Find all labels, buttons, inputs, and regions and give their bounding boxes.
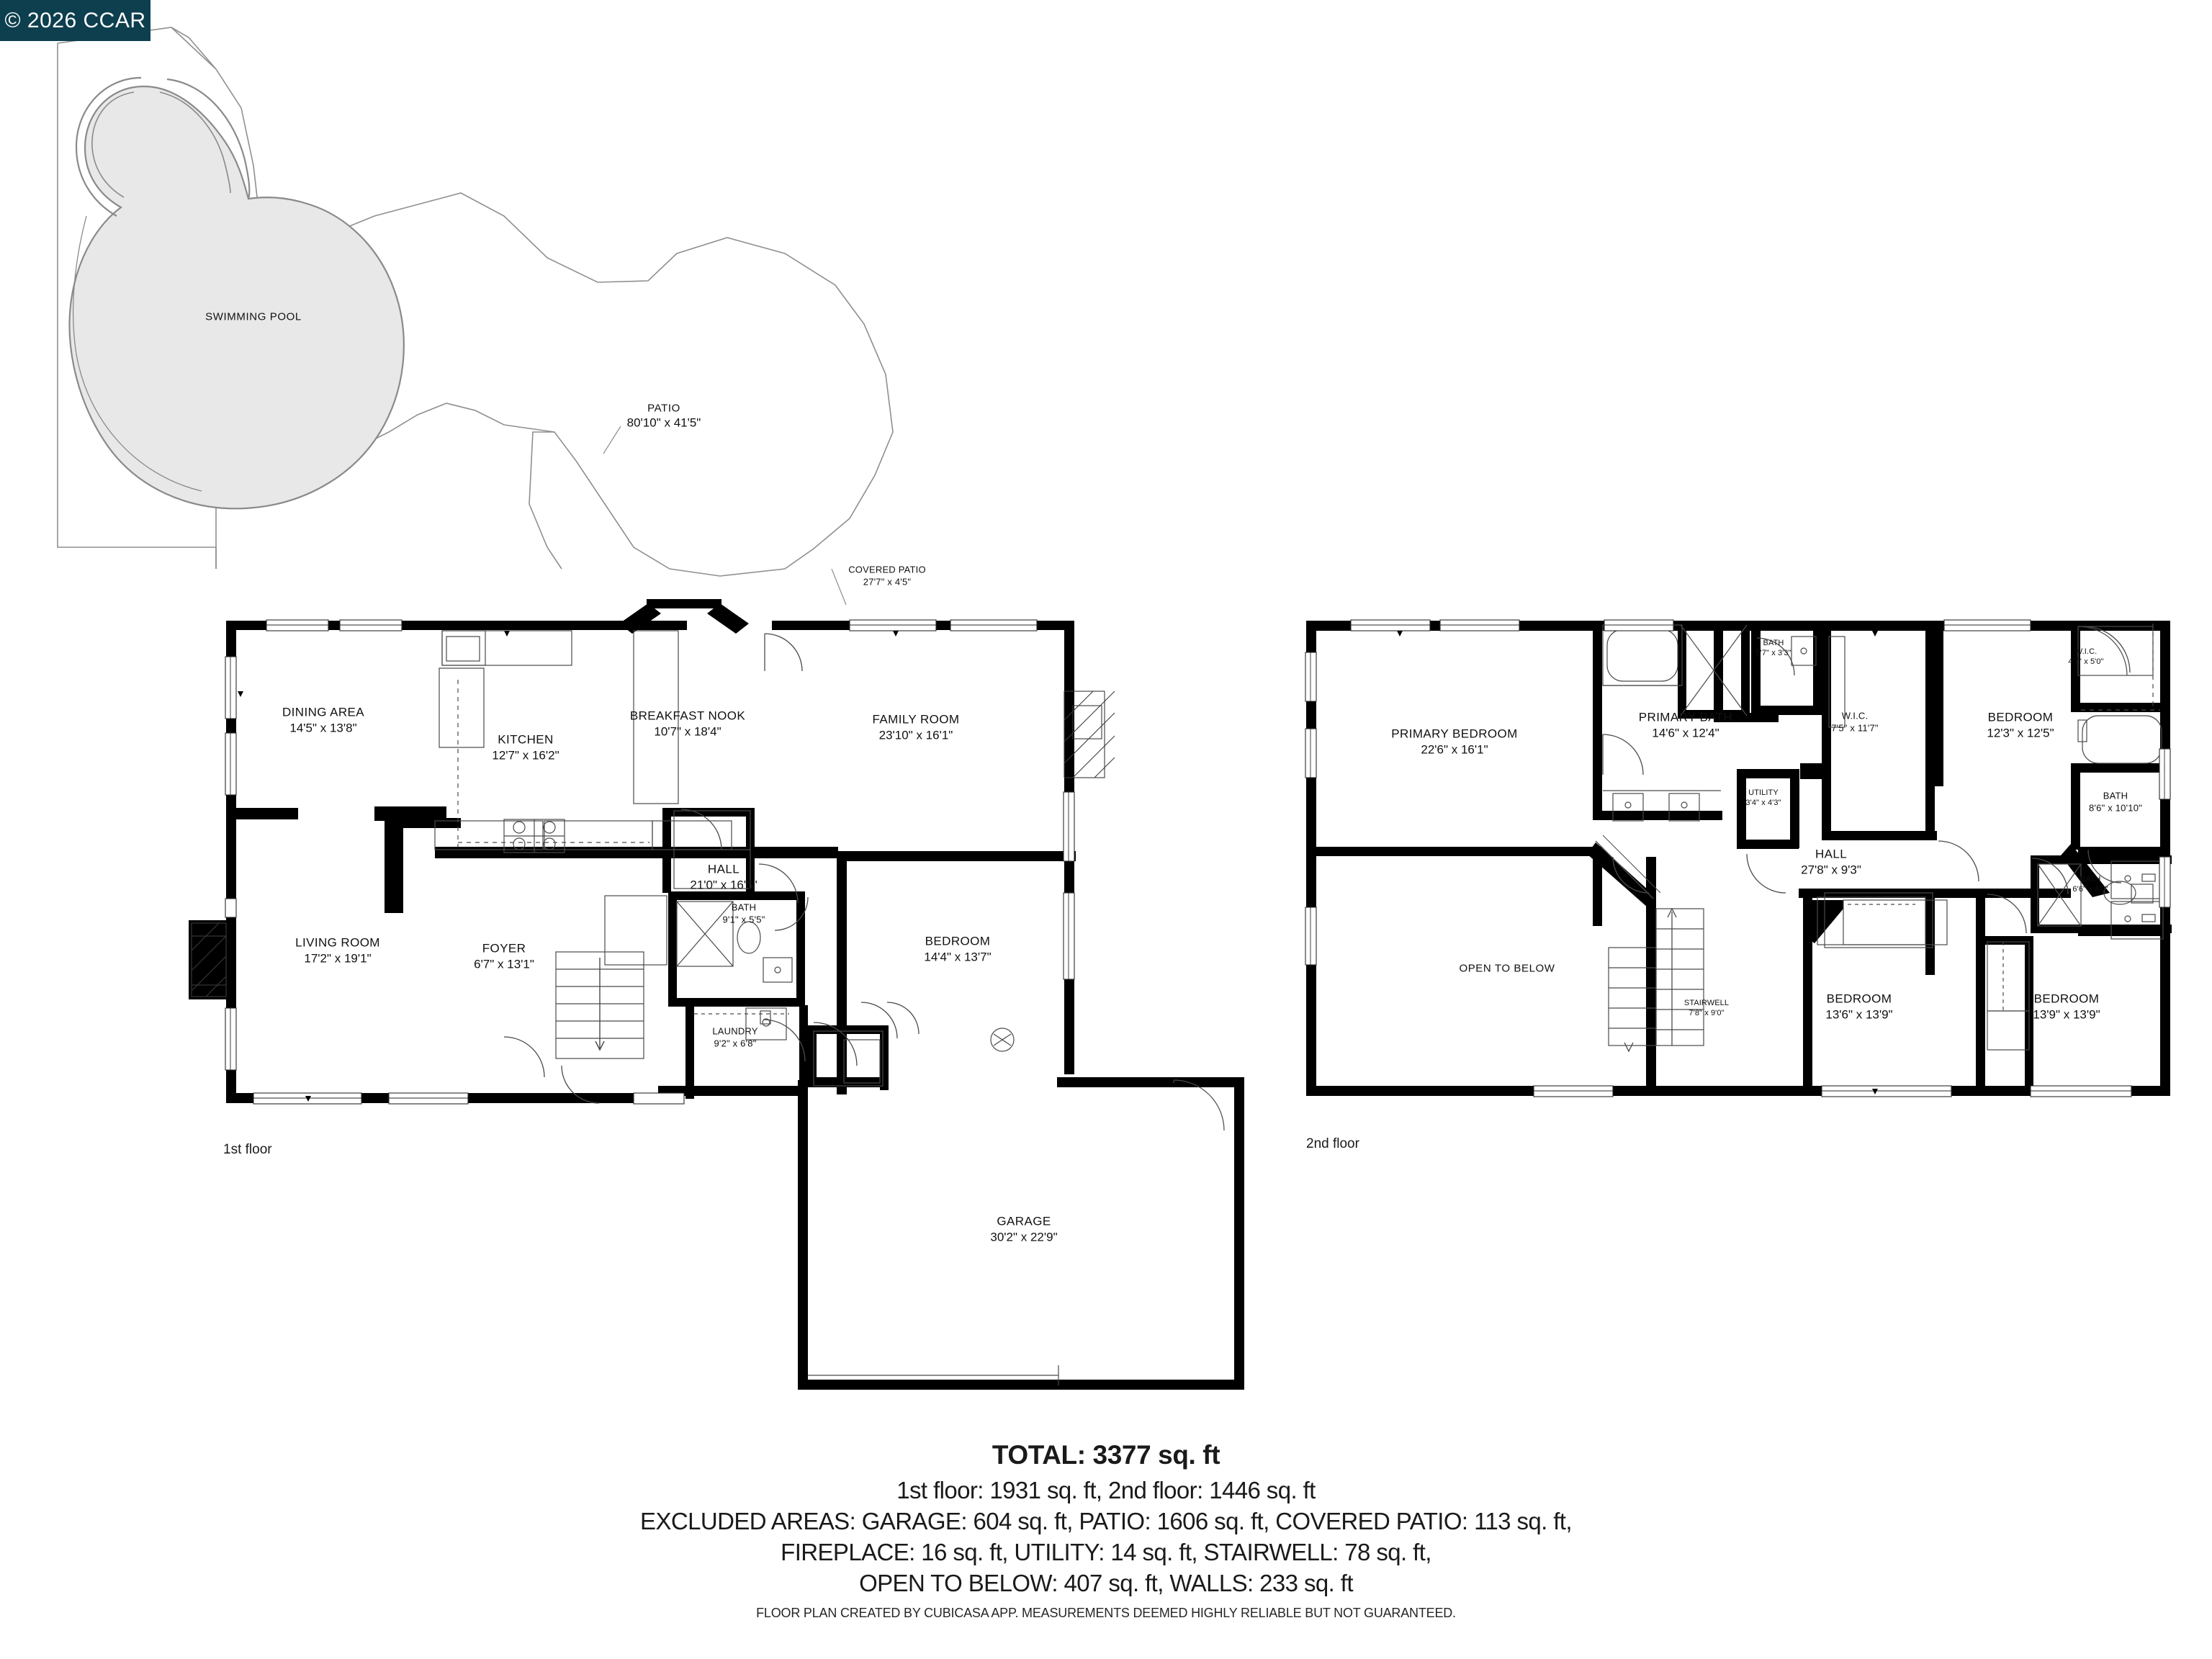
copyright-text: © 2026 CCAR	[4, 8, 146, 32]
copyright-badge: © 2026 CCAR	[0, 0, 150, 41]
second-floor-plan	[1305, 619, 2172, 1097]
swimming-pool-shape	[68, 76, 405, 510]
first-floor-caption: 1st floor	[223, 1142, 272, 1157]
excluded-areas-line-1: EXCLUDED AREAS: GARAGE: 604 sq. ft, PATI…	[640, 1507, 1573, 1534]
first-floor-plan	[189, 599, 1244, 1390]
excluded-areas-line-3: OPEN TO BELOW: 407 sq. ft, WALLS: 233 sq…	[859, 1569, 1353, 1596]
second-floor-caption: 2nd floor	[1306, 1136, 1359, 1151]
disclaimer-footnote: FLOOR PLAN CREATED BY CUBICASA APP. MEAS…	[756, 1606, 1456, 1620]
total-area: TOTAL: 3377 sq. ft	[992, 1440, 1220, 1470]
floor-areas: 1st floor: 1931 sq. ft, 2nd floor: 1446 …	[896, 1477, 1316, 1503]
area-summary: TOTAL: 3377 sq. ft 1st floor: 1931 sq. f…	[0, 1440, 2212, 1599]
excluded-areas-line-2: FIREPLACE: 16 sq. ft, UTILITY: 14 sq. ft…	[781, 1538, 1431, 1565]
